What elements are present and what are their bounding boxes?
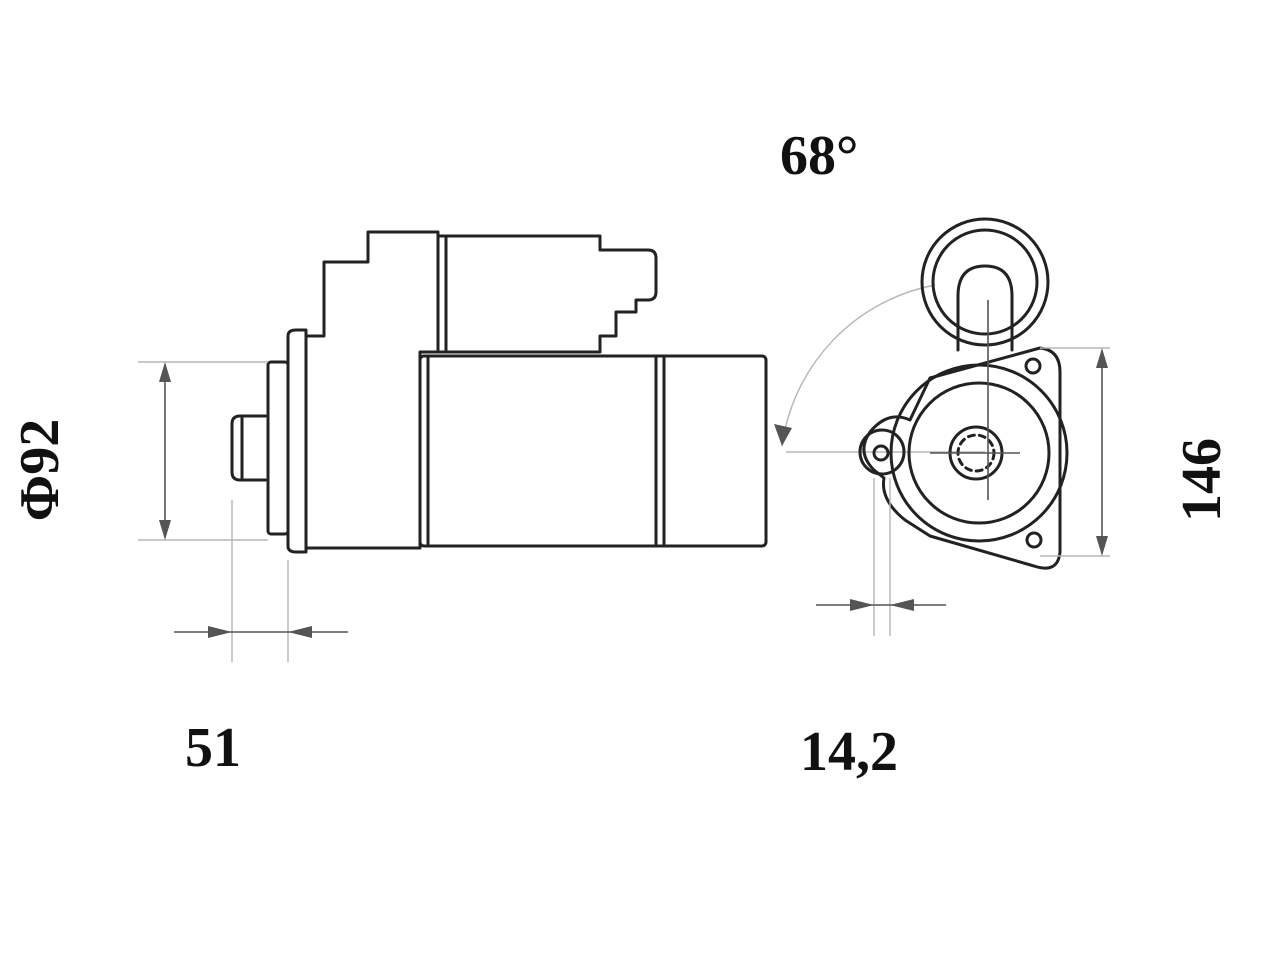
mounting-flange bbox=[286, 328, 308, 554]
terminal-loop-outer bbox=[920, 217, 1050, 347]
diameter-dimension bbox=[138, 361, 268, 541]
left-offset-label: 51 bbox=[185, 717, 241, 779]
angle-label: 68° bbox=[780, 125, 858, 187]
bolt-hole-left bbox=[872, 444, 890, 462]
height-label: 146 bbox=[1171, 438, 1233, 522]
mount-ear bbox=[858, 428, 906, 476]
angle-arc bbox=[781, 284, 936, 447]
bolt-hole-bottom bbox=[1025, 531, 1043, 549]
bolt-hole-top bbox=[1024, 357, 1042, 375]
diameter-label: Φ92 bbox=[9, 419, 71, 521]
end-view bbox=[774, 217, 1069, 570]
terminal-post bbox=[956, 264, 1014, 352]
solenoid bbox=[436, 234, 658, 354]
left-offset-dimension bbox=[174, 500, 348, 662]
housing-ring-outer bbox=[889, 363, 1069, 543]
height-dimension bbox=[1040, 347, 1110, 557]
pinion-shaft bbox=[230, 414, 270, 482]
right-offset-label: 14,2 bbox=[800, 721, 898, 783]
right-offset-dimension bbox=[816, 478, 946, 636]
terminal-loop-inner bbox=[931, 228, 1039, 336]
housing-ring-inner bbox=[907, 381, 1051, 525]
side-view bbox=[230, 230, 768, 554]
motor-body bbox=[418, 354, 768, 548]
drive-housing bbox=[304, 230, 440, 550]
drive-nose bbox=[266, 360, 290, 536]
